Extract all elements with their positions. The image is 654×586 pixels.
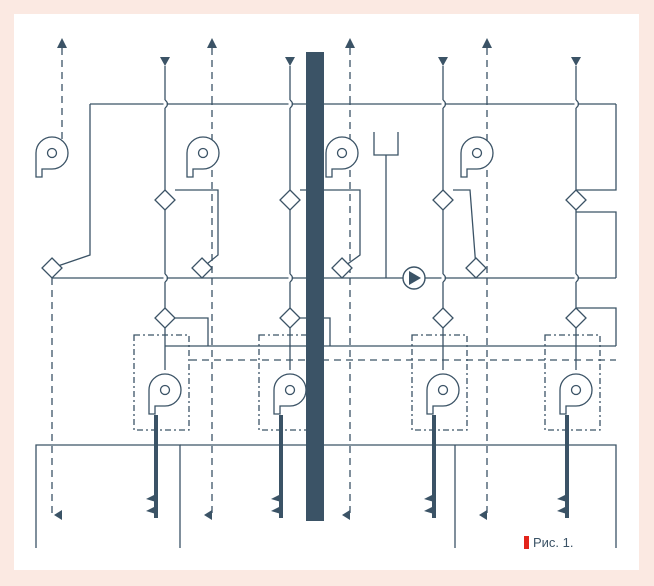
bypass-loop-1 (175, 189, 219, 269)
left-loop (51, 104, 91, 269)
supply-pipes (164, 66, 577, 370)
right-loop-3 (576, 307, 617, 346)
diamond-valve-icon (41, 189, 587, 329)
figure-panel (14, 14, 639, 570)
pump-icon (402, 266, 426, 290)
central-riser (306, 52, 324, 521)
caption-text: Рис. 1. (533, 535, 574, 550)
bypass-loop-2 (300, 189, 361, 269)
bypass-loop-3 (453, 189, 477, 269)
crossing-arcs (164, 99, 580, 283)
room-frames (35, 444, 617, 548)
arrow-down-icon (160, 57, 581, 66)
exhaust-lines (61, 48, 488, 140)
exhaust-drops (51, 98, 488, 515)
fan-icon (35, 136, 494, 178)
fan-icon (148, 373, 593, 415)
bypass-loop-4 (175, 317, 209, 346)
duct-drops (154, 415, 569, 518)
right-loop-2 (576, 211, 617, 278)
sensor-icon (146, 494, 567, 514)
caption-marker (524, 536, 529, 549)
arrow-up-icon (57, 38, 492, 48)
pipe-crossings (163, 100, 578, 282)
tank-line (373, 132, 399, 156)
control-boxes (133, 334, 601, 431)
arrow-left-icon (54, 510, 487, 520)
figure-caption: Рис. 1. (524, 535, 574, 550)
right-loop-1 (576, 104, 617, 191)
